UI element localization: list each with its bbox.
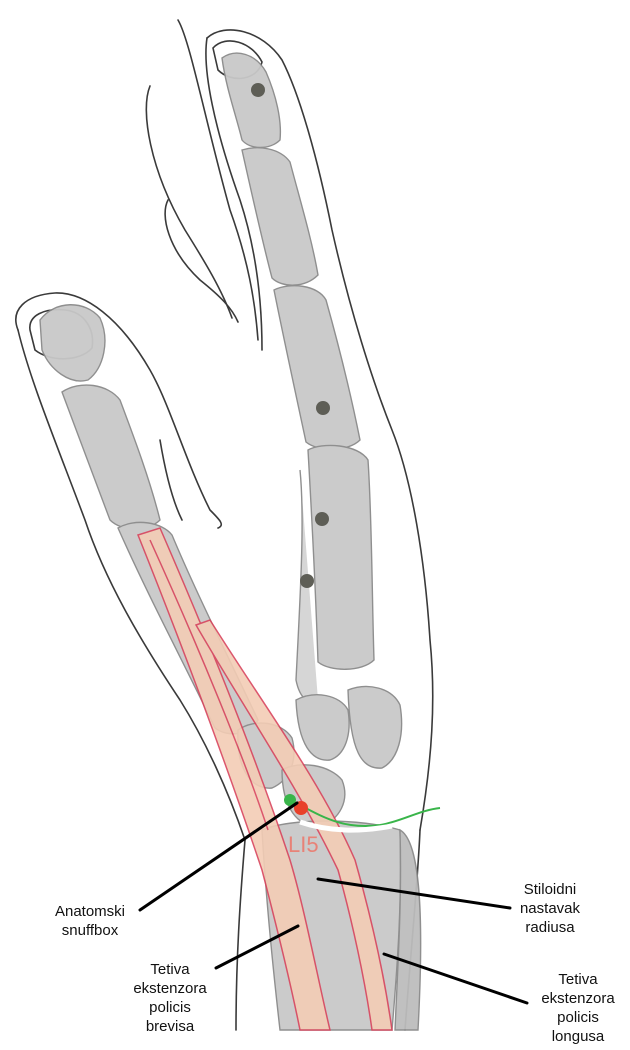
- label-anatomical-snuffbox: Anatomski snuffbox: [40, 902, 140, 940]
- index-proximal-phalanx: [274, 286, 360, 450]
- index-middle-phalanx: [242, 148, 318, 285]
- carpal-capitate: [348, 686, 402, 768]
- little-finger-outline: [165, 200, 238, 322]
- thumb-proximal-phalanx: [62, 385, 160, 529]
- label-line: snuffbox: [40, 921, 140, 940]
- label-epb-tendon: Tetiva ekstenzora policis brevisa: [120, 960, 220, 1036]
- point-dot: [315, 512, 329, 526]
- label-epl-tendon: Tetiva ekstenzora policis longusa: [530, 970, 626, 1046]
- ring-finger-outline: [146, 86, 232, 318]
- bones: [40, 53, 421, 1030]
- point-dot: [316, 401, 330, 415]
- label-line: Anatomski: [40, 902, 140, 921]
- label-line: ekstenzora: [530, 989, 626, 1008]
- label-line: policis: [530, 1008, 626, 1027]
- label-line: nastavak: [510, 899, 590, 918]
- label-line: brevisa: [120, 1017, 220, 1036]
- label-line: Stiloidni: [510, 880, 590, 899]
- point-dot: [251, 83, 265, 97]
- label-line: longusa: [530, 1027, 626, 1046]
- thumb-underside-outline: [18, 330, 245, 840]
- label-line: radiusa: [510, 918, 590, 937]
- label-line: Tetiva: [120, 960, 220, 979]
- label-line: policis: [120, 998, 220, 1017]
- thumb-distal-phalanx: [40, 305, 105, 381]
- index-distal-phalanx: [222, 53, 280, 147]
- point-tag-li5: LI5: [288, 832, 319, 857]
- index-metacarpal: [308, 445, 374, 669]
- wrist-inner-line: [236, 840, 245, 1030]
- label-line: Tetiva: [530, 970, 626, 989]
- carpal-trapezoid: [296, 695, 349, 760]
- label-radial-styloid: Stiloidni nastavak radiusa: [510, 880, 590, 937]
- point-dot: [300, 574, 314, 588]
- label-line: ekstenzora: [120, 979, 220, 998]
- web-fold: [160, 440, 182, 520]
